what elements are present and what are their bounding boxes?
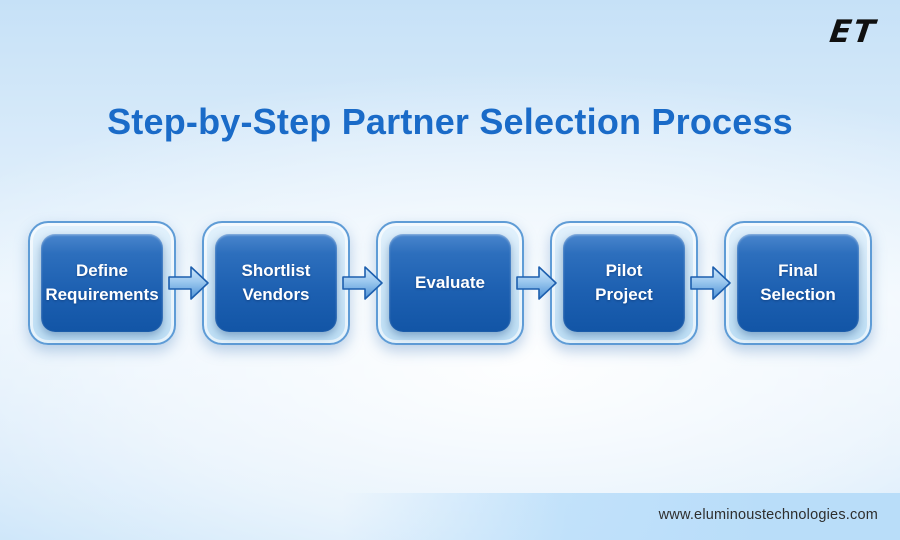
step-label: Pilot Project bbox=[595, 261, 653, 304]
company-logo: ET bbox=[827, 14, 879, 50]
step-box-inner: Pilot Project bbox=[563, 234, 685, 332]
step-box-evaluate: Evaluate bbox=[376, 221, 524, 345]
process-flow: Define Requirements Shortlist Vendors Ev… bbox=[0, 221, 900, 345]
step-box-inner: Final Selection bbox=[737, 234, 859, 332]
arrow-right-icon bbox=[342, 266, 383, 300]
arrow-right-icon bbox=[168, 266, 209, 300]
step-box-inner: Define Requirements bbox=[41, 234, 163, 332]
arrow-right-icon bbox=[690, 266, 731, 300]
step-box-shortlist-vendors: Shortlist Vendors bbox=[202, 221, 350, 345]
page-title: Step-by-Step Partner Selection Process bbox=[107, 101, 793, 142]
step-box-inner: Shortlist Vendors bbox=[215, 234, 337, 332]
arrow-right-icon bbox=[516, 266, 557, 300]
footer-band bbox=[342, 493, 900, 540]
step-label: Final Selection bbox=[760, 261, 836, 304]
step-label: Evaluate bbox=[415, 273, 485, 293]
step-box-inner: Evaluate bbox=[389, 234, 511, 332]
step-label: Shortlist Vendors bbox=[241, 261, 311, 304]
step-label: Define Requirements bbox=[45, 261, 159, 304]
step-box-pilot-project: Pilot Project bbox=[550, 221, 698, 345]
step-box-final-selection: Final Selection bbox=[724, 221, 872, 345]
website-url: www.eluminoustechnologies.com bbox=[658, 507, 878, 523]
step-box-define-requirements: Define Requirements bbox=[28, 221, 176, 345]
